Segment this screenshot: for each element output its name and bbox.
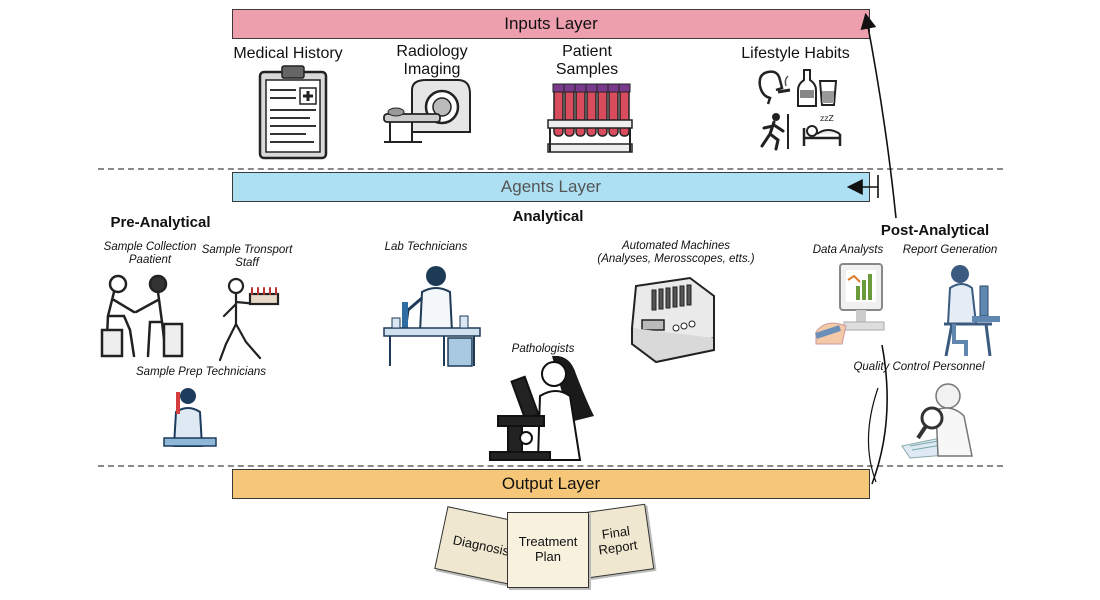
agents-layer-bar: Agents Layer [232, 172, 870, 202]
agents-layer-label: Agents Layer [500, 177, 602, 196]
output-to-quality-arrow [871, 344, 888, 485]
medical-history-label: Medical History [233, 45, 343, 62]
upper-divider [98, 168, 1003, 170]
quality-control-label: Quality Control Personnel [853, 361, 985, 373]
clipboard-icon [258, 65, 328, 160]
sample-prep-label: Sample Prep Technicians [136, 366, 266, 378]
analyzer-machine-icon [630, 276, 715, 364]
final-report-label: Final Report [597, 523, 639, 558]
lab-technicians-label: Lab Technicians [384, 241, 468, 253]
magnifier-icon [901, 383, 973, 459]
inputs-layer-label: Inputs Layer [504, 14, 598, 33]
computer-chart-icon [815, 263, 885, 345]
sample-collection-label: Sample Collection Paatient [103, 241, 197, 267]
courier-icon [218, 277, 280, 362]
researcher-icon [944, 265, 1000, 357]
treatment-plan-label: Treatment Plan [518, 534, 578, 564]
pre-analytical-label: Pre-Analytical [110, 214, 211, 231]
post-analytical-label: Post-Analytical [880, 222, 990, 239]
lower-divider [98, 465, 1003, 467]
data-analysts-label: Data Analysts [812, 244, 884, 256]
sleeping-icon: zzZ [802, 114, 842, 146]
diagnosis-label: Diagnosis [451, 531, 511, 559]
feedback-to-inputs-arrow [860, 12, 897, 219]
output-layer-label: Output Layer [501, 474, 601, 493]
bottle-icon [797, 69, 817, 107]
analytical-label: Analytical [512, 208, 584, 225]
running-icon [760, 113, 789, 151]
patient-samples-label: Patient Samples [555, 43, 619, 79]
lab-tech-icon [163, 388, 217, 447]
quality-connector [867, 387, 879, 483]
output-layer-bar: Output Layer [232, 469, 870, 499]
mri-scanner-icon [383, 79, 471, 143]
scientist-icon [383, 266, 481, 367]
glass-icon [818, 80, 838, 106]
treatment-plan-document: Treatment Plan [507, 512, 589, 588]
report-generation-label: Report Generation [902, 244, 998, 256]
test-tubes-icon [547, 83, 633, 153]
lifestyle-habits-label: Lifestyle Habits [741, 45, 850, 62]
radiology-imaging-label: Radiology Imaging [396, 43, 468, 79]
pathologists-label: Pathologists [511, 343, 575, 355]
automated-machines-label: Automated Machines (Analyses, Merosscope… [597, 240, 755, 266]
smoking-icon [758, 70, 791, 105]
microscope-icon [489, 355, 594, 461]
inputs-layer-bar: Inputs Layer [232, 9, 870, 39]
final-report-document: Final Report [579, 503, 655, 579]
sample-transport-label: Sample Tronsport Staff [201, 244, 293, 270]
svg-text:zzZ: zzZ [820, 114, 834, 123]
doctor-patient-icon [100, 274, 184, 358]
